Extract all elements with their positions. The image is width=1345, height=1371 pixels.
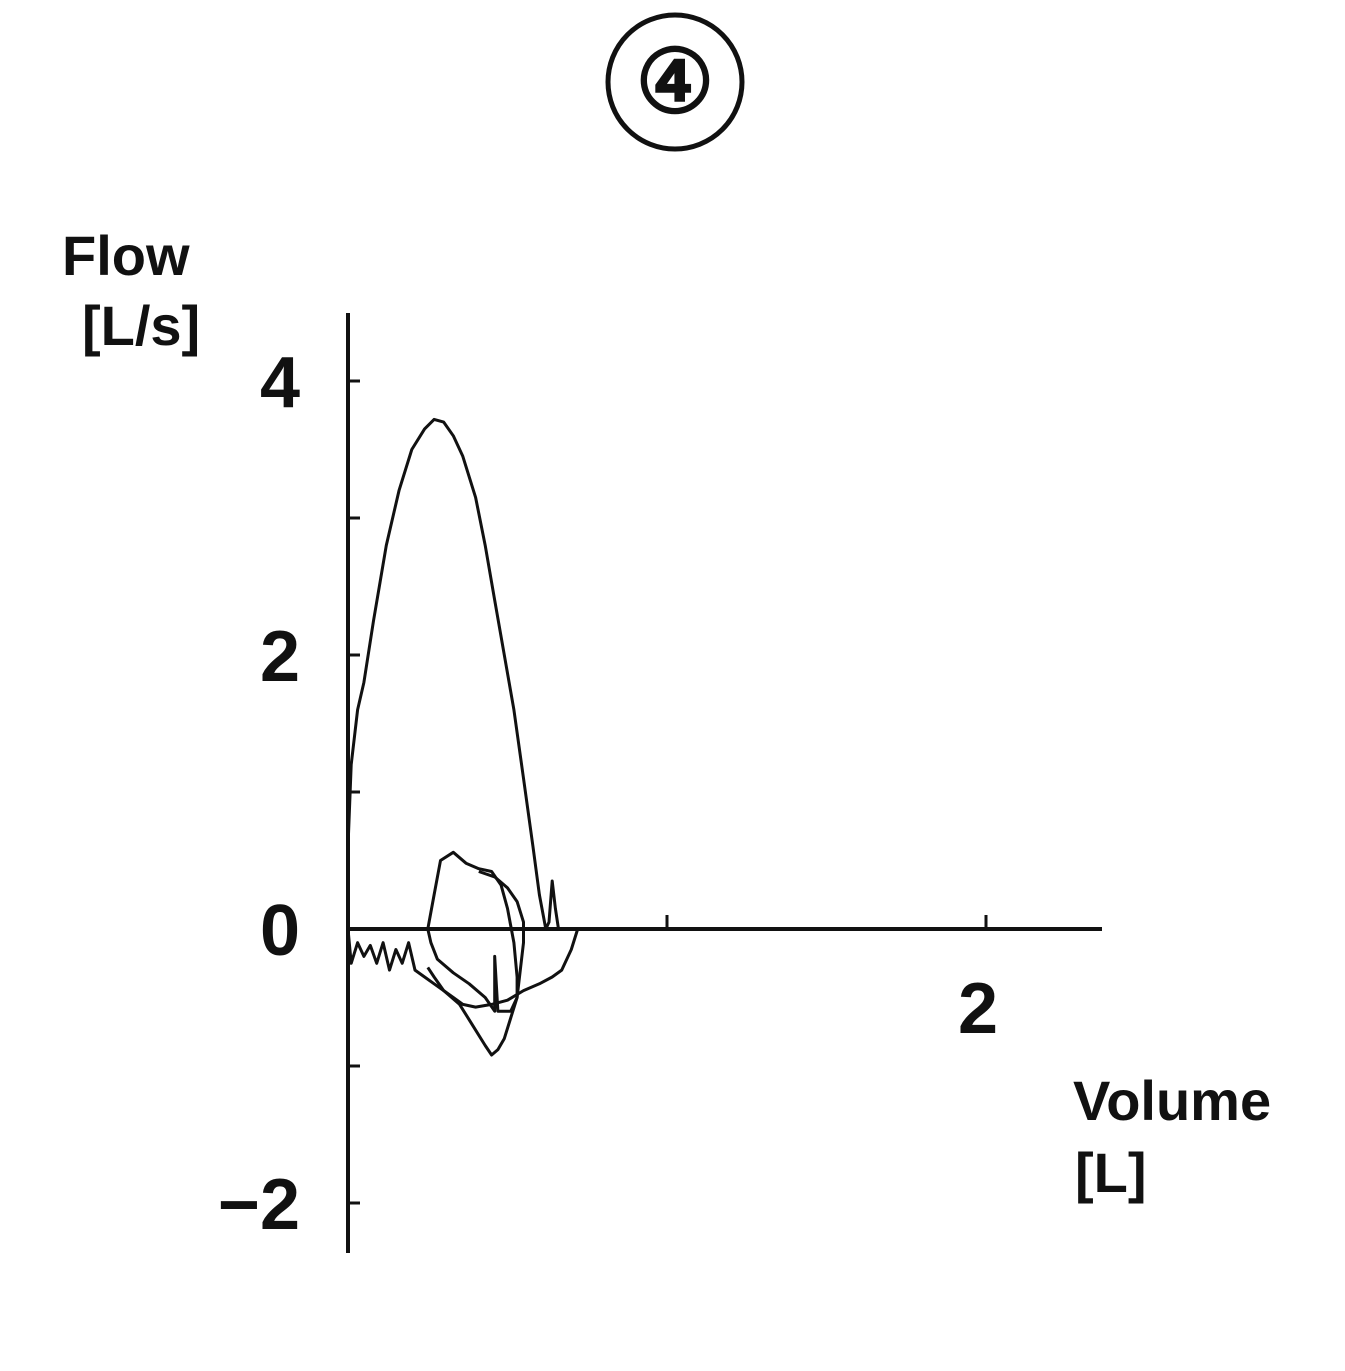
y-axis-label-unit: [L/s] <box>82 294 200 357</box>
y-axis-label-name: Flow <box>62 224 190 287</box>
x-axis-label-name: Volume <box>1073 1069 1271 1132</box>
axis-tick-labels: 4 2 0 −2 2 <box>218 343 998 1245</box>
chart-title-text: ④ <box>636 32 715 131</box>
series-line-4 <box>426 870 525 1057</box>
axis-ticks <box>348 379 988 1205</box>
x-axis-label-unit: [L] <box>1075 1141 1147 1204</box>
y-tick-label--2: −2 <box>218 1165 300 1245</box>
series-line-1 <box>346 417 597 931</box>
series-line-2 <box>346 927 591 1009</box>
y-tick-label-0: 0 <box>260 891 300 971</box>
chart-title: ④ <box>605 12 745 152</box>
x-tick-label-2: 2 <box>958 969 998 1049</box>
title-circle <box>605 12 745 152</box>
y-tick-label-4: 4 <box>260 343 300 423</box>
y-tick-label-2: 2 <box>260 617 300 697</box>
data-series <box>346 417 597 1057</box>
